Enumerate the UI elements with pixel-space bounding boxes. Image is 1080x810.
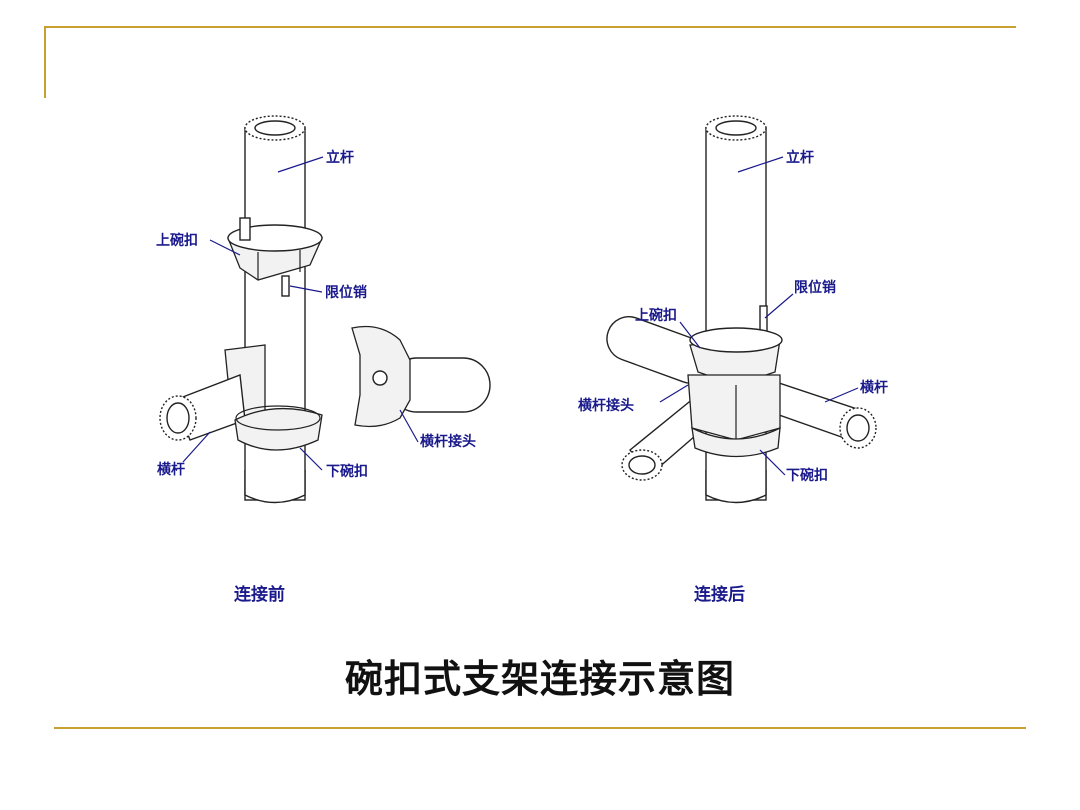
right-label-horizontal-joint: 横杆接头 xyxy=(578,397,634,414)
left-label-horizontal-joint: 横杆接头 xyxy=(420,433,476,450)
right-figure: 立杆 限位销 上碗扣 横杆 横杆接头 下碗扣 连接后 xyxy=(578,115,888,605)
frame-top-line xyxy=(44,26,1016,28)
left-leader-horizontal-joint xyxy=(399,409,419,443)
right-leader-limit-pin xyxy=(764,293,794,319)
right-leader-vertical-pole xyxy=(737,156,784,173)
frame-bottom-line xyxy=(54,727,1026,729)
right-leader-lower-bowl xyxy=(759,449,786,476)
left-figure: 立杆 上碗扣 限位销 横杆接头 横杆 下碗扣 连接前 xyxy=(156,115,491,605)
right-bowls xyxy=(687,327,783,458)
right-leader-upper-bowl xyxy=(679,321,701,349)
right-label-limit-pin: 限位销 xyxy=(794,279,836,296)
right-label-lower-bowl: 下碗扣 xyxy=(786,467,828,484)
left-leader-upper-bowl xyxy=(209,239,241,256)
left-leader-lower-bowl xyxy=(299,447,323,471)
left-leader-horizontal-bar xyxy=(182,431,211,463)
right-label-upper-bowl: 上碗扣 xyxy=(635,307,677,324)
frame-left-line xyxy=(44,26,46,98)
right-leader-horizontal-bar xyxy=(824,387,859,403)
right-label-horizontal-bar: 横杆 xyxy=(860,379,888,396)
left-label-upper-bowl: 上碗扣 xyxy=(156,232,198,249)
left-upper-bowl xyxy=(227,217,324,281)
left-label-lower-bowl: 下碗扣 xyxy=(326,463,368,480)
right-leader-horizontal-joint xyxy=(659,384,689,403)
left-label-vertical-pole: 立杆 xyxy=(326,149,354,166)
right-limit-pin xyxy=(759,305,768,333)
left-lower-assembly xyxy=(159,344,323,451)
page-title: 碗扣式支架连接示意图 xyxy=(344,657,735,701)
left-horizontal-joint-piece xyxy=(351,325,491,428)
left-leader-limit-pin xyxy=(289,285,323,293)
right-caption: 连接后 xyxy=(694,584,745,605)
right-label-vertical-pole: 立杆 xyxy=(786,149,814,166)
left-leader-vertical-pole xyxy=(277,156,324,173)
left-label-horizontal-bar: 横杆 xyxy=(157,461,185,478)
left-caption: 连接前 xyxy=(234,584,285,605)
left-label-limit-pin: 限位销 xyxy=(325,284,367,301)
left-limit-pin xyxy=(281,275,290,297)
